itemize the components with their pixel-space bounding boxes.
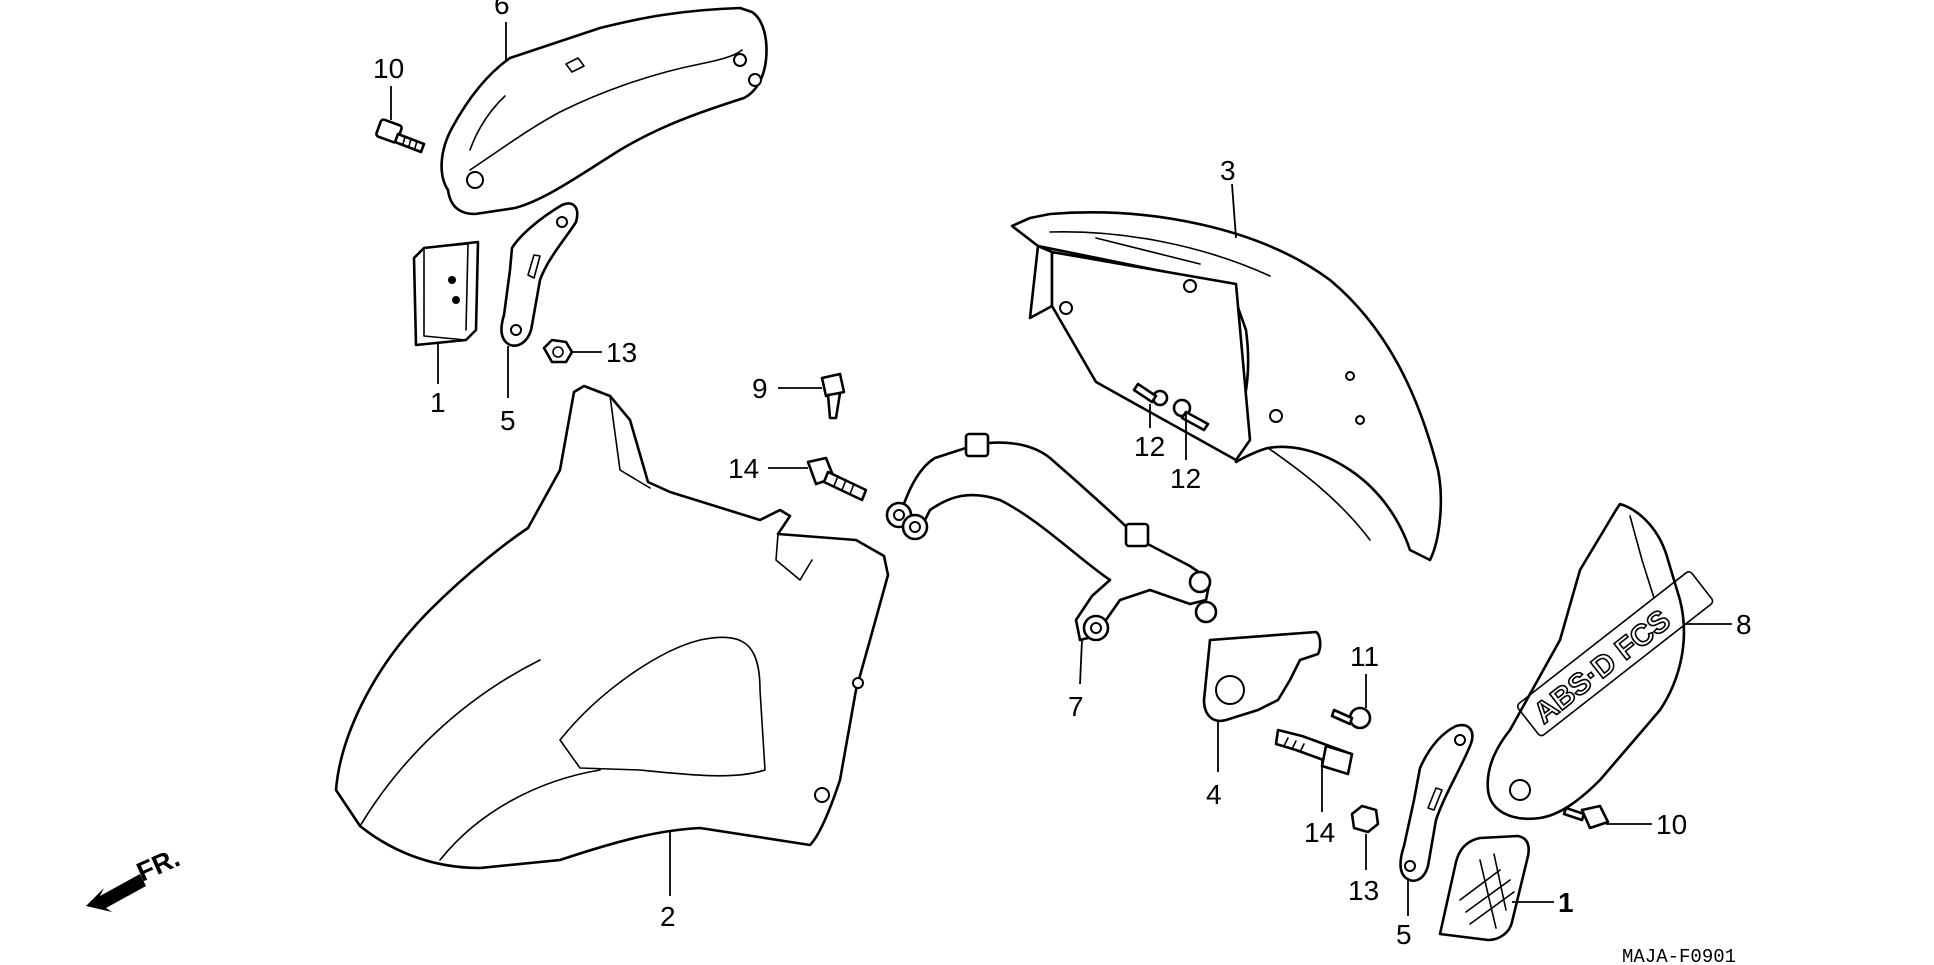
part-14-bolt-lower [1274, 728, 1354, 776]
part-5-stay-right [1399, 723, 1474, 882]
callout-4: 4 [1206, 779, 1222, 810]
part-3-inner-fender [1010, 211, 1443, 562]
part-6-upper-cover [440, 6, 768, 216]
callout-10-lower: 10 [1656, 809, 1687, 840]
callout-12-b: 12 [1170, 463, 1201, 494]
callout-9: 9 [752, 373, 768, 404]
part-1-pad-right [1438, 834, 1530, 942]
callout-14-middle: 14 [728, 453, 759, 484]
part-12-screw-b [1172, 398, 1210, 432]
callout-12-a: 12 [1134, 431, 1165, 462]
callout-3: 3 [1220, 155, 1236, 186]
part-10-bolt-upper [375, 118, 426, 154]
callout-1-right: 1 [1558, 887, 1574, 918]
callout-5-left: 5 [500, 405, 516, 436]
callout-10-upper: 10 [373, 53, 404, 84]
part-5-stay-left [500, 202, 579, 347]
callout-2: 2 [660, 901, 676, 932]
callout-13-lower: 13 [1348, 875, 1379, 906]
callout-11: 11 [1350, 641, 1379, 672]
callout-7: 7 [1068, 691, 1084, 722]
diagram-code: MAJA-F0901 [1622, 946, 1736, 965]
part-9-screw [820, 372, 846, 420]
leader-lines [390, 22, 1732, 916]
part-13-nut-lower [1350, 804, 1380, 834]
callout-14-lower: 14 [1304, 817, 1335, 848]
part-8-side-panel: ABS·D FCS [1486, 502, 1714, 821]
part-11-screw [1330, 706, 1372, 730]
part-1-pad-left [412, 240, 480, 347]
callout-labels: 6 10 3 13 1 5 9 12 12 14 8 11 7 4 14 10 … [373, 0, 1752, 950]
part-4-plate [1202, 630, 1322, 723]
callout-5-right: 5 [1396, 919, 1412, 950]
callout-8: 8 [1736, 609, 1752, 640]
part-7-fender-bracket [885, 432, 1218, 642]
front-direction-arrow: FR. [86, 842, 184, 912]
part-13-nut-left [542, 338, 574, 364]
callout-6: 6 [494, 0, 510, 20]
part-12-screw-a [1132, 382, 1169, 407]
part-14-bolt-middle [806, 456, 868, 502]
part-2-front-fender [334, 384, 890, 870]
part-10-bolt-lower [1562, 804, 1610, 830]
callout-1-left: 1 [430, 387, 446, 418]
callout-13-left: 13 [606, 337, 637, 368]
